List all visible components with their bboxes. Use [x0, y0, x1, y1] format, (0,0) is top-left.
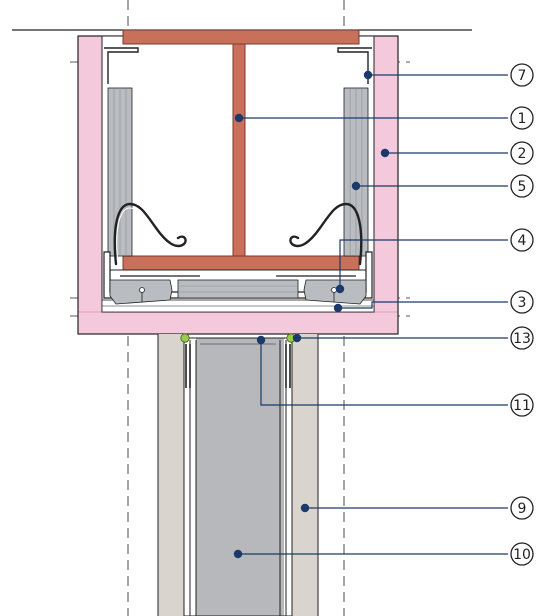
leader-line-11 [260, 340, 508, 406]
callout-5: 5 [510, 174, 534, 198]
steel-beam [122, 29, 360, 271]
callout-number: 2 [518, 146, 527, 162]
callout-number: 10 [513, 547, 531, 563]
leader-dot-icon [233, 549, 243, 559]
callout-number: 11 [513, 398, 531, 414]
callout-circle-icon [510, 141, 534, 165]
top-angles [104, 47, 372, 84]
callout-number: 7 [518, 68, 527, 84]
callout-circle-icon [510, 496, 534, 520]
callout-circle-icon [510, 63, 534, 87]
callout-10: 10 [510, 542, 534, 566]
callout-circle-icon [510, 326, 534, 350]
callout-number: 5 [518, 179, 527, 195]
callout-number: 4 [518, 233, 527, 249]
leader-dot-icon [363, 70, 373, 80]
callout-number: 3 [518, 295, 527, 311]
leader-dot-icon [380, 148, 390, 158]
leader-dot-icon [300, 503, 310, 513]
callout-markers: 7 1 2 5 4 3 13 11 9 10 [510, 63, 534, 566]
callout-1: 1 [510, 106, 534, 130]
callout-9: 9 [510, 496, 534, 520]
callout-leaders [233, 70, 508, 559]
callout-2: 2 [510, 141, 534, 165]
leader-line-4 [339, 239, 508, 289]
spring-clips-inner [116, 207, 153, 263]
callout-number: 1 [518, 111, 527, 127]
callout-7: 7 [510, 63, 534, 87]
callout-11: 11 [510, 393, 534, 417]
leader-line-3 [338, 301, 508, 309]
leader-dot-icon [333, 303, 343, 313]
callout-13: 13 [510, 326, 534, 350]
callout-number: 9 [518, 501, 527, 517]
leader-dot-icon [335, 284, 345, 294]
leader-dot-icon [234, 113, 244, 123]
wall-studs [107, 87, 369, 257]
callout-circle-icon [510, 228, 534, 252]
callout-circle-icon [510, 106, 534, 130]
leader-dot-icon [351, 181, 361, 191]
callout-circle-icon [510, 174, 534, 198]
leader-dot-icon [292, 333, 302, 343]
partition-wall [157, 333, 319, 616]
callout-circle-icon [510, 542, 534, 566]
leader-dot-icon [256, 335, 266, 345]
callout-number: 13 [513, 331, 531, 347]
callout-4: 4 [510, 228, 534, 252]
callout-circle-icon [510, 393, 534, 417]
callout-circle-icon [510, 290, 534, 314]
spring-clips [113, 202, 363, 266]
inner-board-layer [101, 299, 375, 313]
connector-blocks [109, 279, 367, 305]
callout-3: 3 [510, 290, 534, 314]
